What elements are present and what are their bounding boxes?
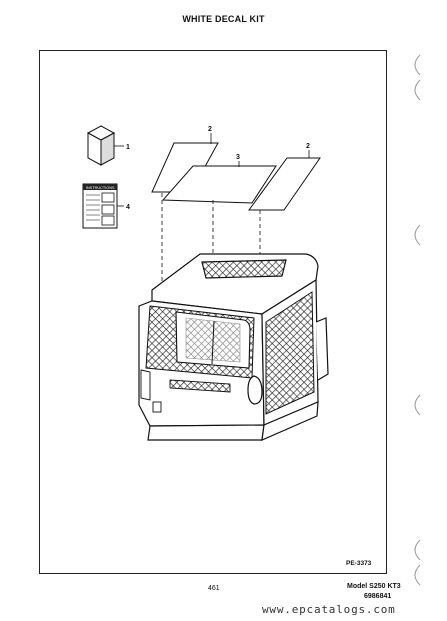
callout-2-right: 2 (306, 143, 310, 150)
front-grille (145, 305, 255, 379)
illustration-frame (39, 50, 387, 574)
model-label: Model S250 KT3 (347, 583, 401, 590)
lower-panel-details (140, 369, 231, 413)
callout-4: 4 (126, 204, 130, 211)
part-number: 6986841 (364, 593, 392, 600)
binder-marks (414, 54, 421, 586)
decal-box-icon (86, 125, 116, 166)
cab-handle (247, 317, 329, 405)
figure-reference: PE-3373 (346, 560, 372, 567)
callout-1: 1 (126, 144, 130, 151)
callout-2-left: 2 (208, 126, 212, 133)
callout-3: 3 (236, 154, 240, 161)
instruction-card-icon: INSTRUCTIONS (82, 183, 118, 229)
page-title: WHITE DECAL KIT (182, 14, 265, 24)
side-mesh (265, 291, 315, 415)
instruction-card-heading: INSTRUCTIONS (86, 186, 115, 190)
watermark-link[interactable]: www.epcatalogs.com (262, 603, 396, 616)
decal-sheets (151, 142, 321, 211)
center-decal (161, 165, 277, 204)
page-number: 461 (208, 585, 220, 592)
